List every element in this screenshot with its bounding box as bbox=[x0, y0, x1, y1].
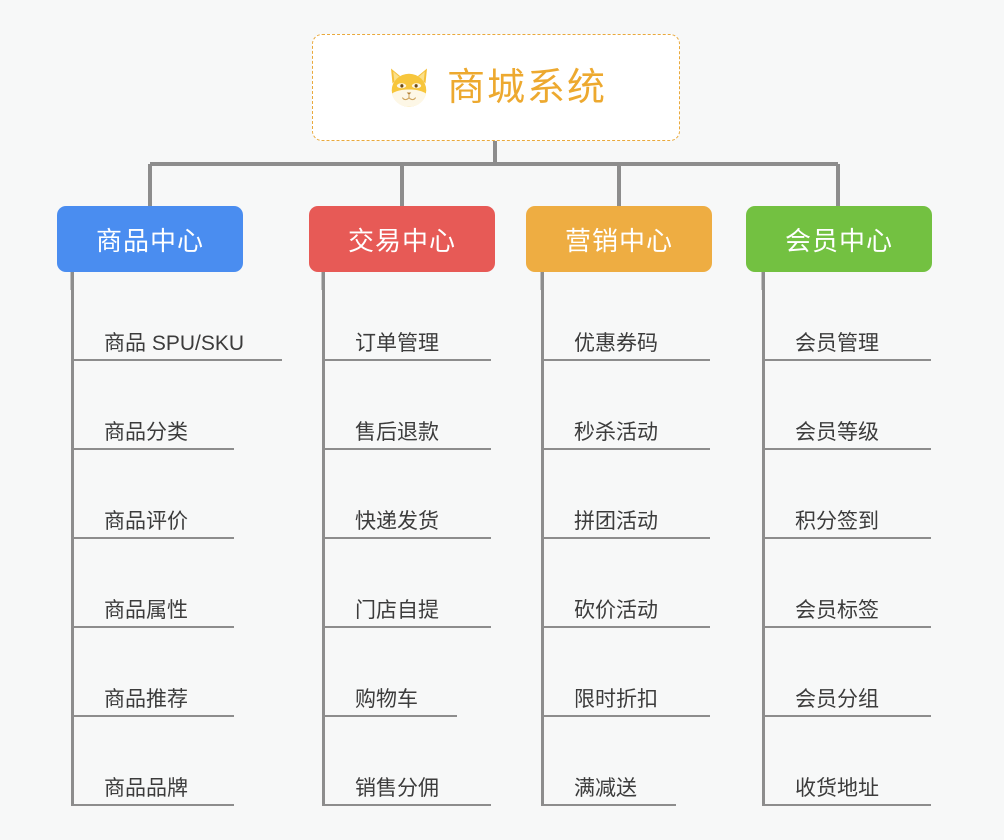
leaf-item-underline bbox=[74, 804, 234, 806]
leaf-item-underline bbox=[765, 537, 931, 539]
leaf-item[interactable]: 购物车 bbox=[325, 628, 457, 717]
leaf-column-member: 会员管理会员等级积分签到会员标签会员分组收货地址 bbox=[762, 272, 931, 806]
leaf-item[interactable]: 收货地址 bbox=[765, 717, 931, 806]
leaf-item[interactable]: 积分签到 bbox=[765, 450, 931, 539]
leaf-item-underline bbox=[544, 359, 710, 361]
branch-box-trade[interactable]: 交易中心 bbox=[309, 206, 495, 272]
leaf-item-label: 商品 SPU/SKU bbox=[104, 331, 245, 355]
leaf-item-underline bbox=[544, 626, 710, 628]
leaf-item-underline bbox=[325, 359, 491, 361]
branch-box-member[interactable]: 会员中心 bbox=[746, 206, 932, 272]
leaf-item[interactable]: 会员标签 bbox=[765, 539, 931, 628]
leaf-item-label: 秒杀活动 bbox=[574, 420, 658, 444]
branch-box-product[interactable]: 商品中心 bbox=[57, 206, 243, 272]
root-node[interactable]: 商城系统 bbox=[312, 34, 680, 141]
leaf-item-label: 快递发货 bbox=[355, 509, 439, 533]
leaf-item[interactable]: 商品 SPU/SKU bbox=[74, 272, 282, 361]
leaf-item-underline bbox=[74, 448, 234, 450]
leaf-item-label: 购物车 bbox=[355, 687, 418, 711]
leaf-column-product: 商品 SPU/SKU 商品分类商品评价商品属性商品推荐商品品牌 bbox=[71, 272, 282, 806]
leaf-item-label: 商品品牌 bbox=[104, 776, 188, 800]
leaf-item-underline bbox=[765, 715, 931, 717]
leaf-item-label: 商品推荐 bbox=[104, 687, 188, 711]
leaf-item-label: 会员等级 bbox=[795, 420, 879, 444]
leaf-item-underline bbox=[765, 804, 931, 806]
leaf-item-underline bbox=[325, 537, 491, 539]
branch-label: 商品中心 bbox=[95, 225, 204, 256]
leaf-item-underline bbox=[74, 359, 282, 361]
leaf-item-underline bbox=[544, 448, 710, 450]
leaf-item[interactable]: 快递发货 bbox=[325, 450, 491, 539]
leaf-item-label: 商品分类 bbox=[104, 420, 188, 444]
leaf-item-label: 会员分组 bbox=[795, 687, 879, 711]
leaf-item-label: 会员标签 bbox=[795, 598, 879, 622]
leaf-item-label: 优惠券码 bbox=[574, 331, 658, 355]
branch-label: 会员中心 bbox=[784, 225, 893, 256]
leaf-item-underline bbox=[765, 448, 931, 450]
leaf-item-underline bbox=[544, 804, 676, 806]
branch-label: 营销中心 bbox=[564, 225, 673, 256]
leaf-item-label: 售后退款 bbox=[355, 420, 439, 444]
leaf-column-trade: 订单管理售后退款快递发货门店自提购物车销售分佣 bbox=[322, 272, 491, 806]
leaf-item-underline bbox=[74, 715, 234, 717]
leaf-item[interactable]: 会员管理 bbox=[765, 272, 931, 361]
leaf-item-underline bbox=[325, 804, 491, 806]
branch-label: 交易中心 bbox=[347, 225, 456, 256]
shiba-dog-icon bbox=[390, 68, 427, 107]
leaf-item[interactable]: 商品推荐 bbox=[74, 628, 244, 717]
leaf-item[interactable]: 销售分佣 bbox=[325, 717, 491, 806]
leaf-item-underline bbox=[74, 626, 234, 628]
leaf-item-label: 拼团活动 bbox=[574, 509, 658, 533]
leaf-item[interactable]: 商品评价 bbox=[74, 450, 244, 539]
leaf-item-label: 订单管理 bbox=[355, 331, 439, 355]
leaf-item-underline bbox=[325, 626, 491, 628]
leaf-item[interactable]: 售后退款 bbox=[325, 361, 491, 450]
leaf-item-label: 积分签到 bbox=[795, 509, 879, 533]
leaf-item[interactable]: 商品品牌 bbox=[74, 717, 244, 806]
leaf-item[interactable]: 砍价活动 bbox=[544, 539, 710, 628]
leaf-item-underline bbox=[325, 448, 491, 450]
leaf-item-label: 会员管理 bbox=[795, 331, 879, 355]
leaf-item-label: 商品评价 bbox=[104, 509, 188, 533]
leaf-item[interactable]: 商品属性 bbox=[74, 539, 244, 628]
branch-box-marketing[interactable]: 营销中心 bbox=[526, 206, 712, 272]
leaf-item-underline bbox=[325, 715, 457, 717]
leaf-item[interactable]: 会员分组 bbox=[765, 628, 931, 717]
leaf-item-underline bbox=[74, 537, 234, 539]
leaf-item[interactable]: 优惠券码 bbox=[544, 272, 710, 361]
leaf-item-underline bbox=[544, 537, 710, 539]
leaf-item-underline bbox=[765, 359, 931, 361]
leaf-item[interactable]: 秒杀活动 bbox=[544, 361, 710, 450]
leaf-item-label: 收货地址 bbox=[795, 776, 879, 800]
leaf-item[interactable]: 限时折扣 bbox=[544, 628, 710, 717]
leaf-item[interactable]: 订单管理 bbox=[325, 272, 491, 361]
leaf-item[interactable]: 门店自提 bbox=[325, 539, 491, 628]
leaf-item-underline bbox=[544, 715, 710, 717]
leaf-item[interactable]: 会员等级 bbox=[765, 361, 931, 450]
leaf-item-underline bbox=[765, 626, 931, 628]
leaf-item-label: 砍价活动 bbox=[574, 598, 658, 622]
leaf-item[interactable]: 商品分类 bbox=[74, 361, 244, 450]
root-title: 商城系统 bbox=[446, 66, 607, 109]
leaf-item-label: 满减送 bbox=[574, 776, 637, 800]
leaf-item-label: 门店自提 bbox=[355, 598, 439, 622]
leaf-column-marketing: 优惠券码秒杀活动拼团活动砍价活动限时折扣满减送 bbox=[541, 272, 710, 806]
leaf-item[interactable]: 满减送 bbox=[544, 717, 676, 806]
leaf-item-label: 销售分佣 bbox=[355, 776, 439, 800]
leaf-item-label: 限时折扣 bbox=[574, 687, 658, 711]
leaf-item[interactable]: 拼团活动 bbox=[544, 450, 710, 539]
leaf-item-label: 商品属性 bbox=[104, 598, 188, 622]
